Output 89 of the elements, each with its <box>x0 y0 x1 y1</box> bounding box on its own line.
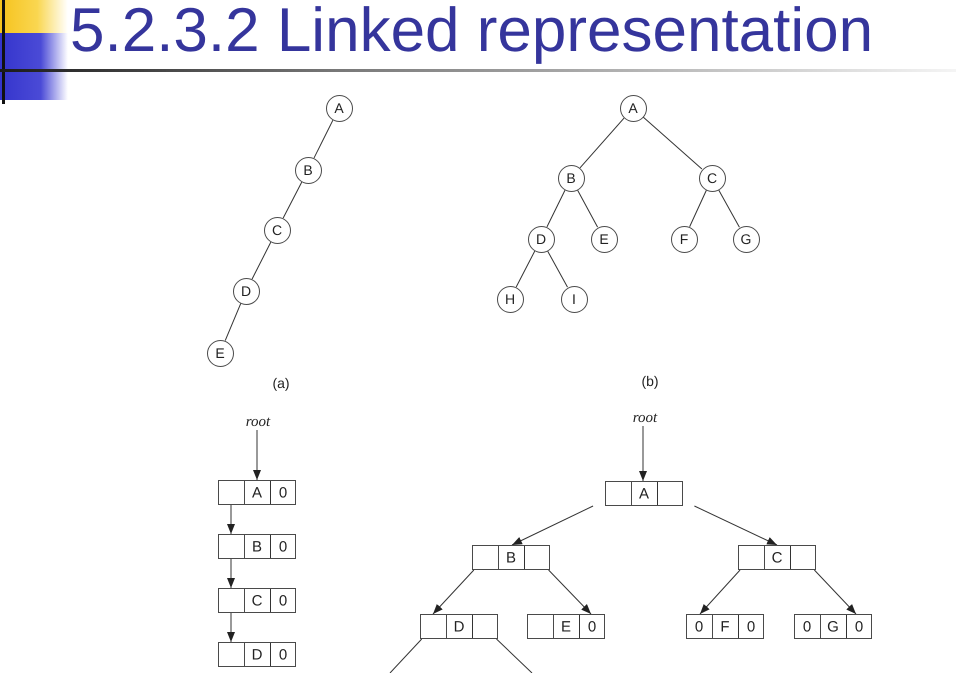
node-data: A <box>252 485 262 500</box>
null-link: 0 <box>694 619 704 634</box>
pointer-arrow <box>639 426 647 482</box>
tree-node <box>496 286 524 312</box>
null-link: 0 <box>588 619 596 634</box>
connector-line <box>314 120 334 158</box>
pointer-arrow <box>512 506 594 546</box>
tree-node <box>560 286 588 312</box>
node-label: H <box>504 292 516 306</box>
connector-line <box>516 250 536 288</box>
node-label: B <box>303 163 313 177</box>
null-link: 0 <box>278 647 288 662</box>
node-data: C <box>252 593 262 608</box>
connector-line <box>224 302 242 342</box>
pointer-arrow <box>432 570 474 614</box>
node-label: C <box>706 171 718 185</box>
connector-line <box>579 118 625 168</box>
null-link: 0 <box>746 619 756 634</box>
linked-list-node <box>605 481 683 506</box>
tree-node <box>670 226 698 252</box>
tree-node <box>590 226 618 252</box>
connector-line <box>547 250 568 288</box>
node-data: B <box>252 539 262 554</box>
pointer-label: root <box>632 411 658 426</box>
pointer-arrow <box>694 506 778 546</box>
node-label: D <box>240 284 252 298</box>
node-label: C <box>272 223 282 237</box>
tree-node <box>698 164 726 192</box>
linked-list-node <box>794 614 872 639</box>
linked-list-node <box>218 642 296 667</box>
null-link: 0 <box>802 619 812 634</box>
pointer-arrow <box>227 504 235 534</box>
null-link: 0 <box>854 619 864 634</box>
node-data: C <box>772 550 782 565</box>
tree-node <box>620 94 646 122</box>
linked-list-node <box>218 534 296 559</box>
pointer-label: root <box>246 415 270 430</box>
node-label: A <box>334 101 344 115</box>
pointer-arrow <box>814 570 856 614</box>
node-label: F <box>680 232 688 246</box>
node-data: B <box>506 550 516 565</box>
node-data: D <box>252 647 262 662</box>
tree-node <box>326 94 352 122</box>
tree-node <box>264 216 290 244</box>
connector-line <box>496 638 532 673</box>
node-label: B <box>566 171 576 185</box>
connector-line <box>576 189 598 228</box>
tree-node <box>558 164 584 192</box>
node-label: A <box>628 101 638 115</box>
linked-list-node <box>686 614 764 639</box>
tree-node <box>294 156 322 184</box>
slide-title: 5.2.3.2 Linked representation <box>70 0 874 62</box>
node-label: I <box>572 292 576 306</box>
node-label: G <box>740 232 752 246</box>
pointer-arrow <box>700 570 741 614</box>
node-label: E <box>599 232 609 246</box>
tree-node <box>732 226 760 252</box>
linked-list-node <box>472 545 550 570</box>
connector-line <box>718 189 740 228</box>
connector-line <box>252 242 272 280</box>
null-link: 0 <box>278 485 288 500</box>
node-data: F <box>720 619 730 634</box>
connector-line <box>282 182 302 218</box>
null-link: 0 <box>278 539 288 554</box>
connector-line <box>689 190 707 228</box>
tree-node <box>528 226 554 252</box>
tree-node <box>232 278 260 304</box>
linked-list-node <box>218 480 296 505</box>
node-label: D <box>536 232 546 246</box>
pointer-arrow <box>227 612 235 642</box>
node-data: A <box>639 486 649 501</box>
node-data: D <box>454 619 464 634</box>
linked-list-node <box>218 588 296 613</box>
figure-caption: (a) <box>272 376 290 390</box>
null-link: 0 <box>278 593 288 608</box>
connector-line <box>546 190 566 228</box>
figure-caption: (b) <box>641 374 659 388</box>
connector-line <box>642 116 702 170</box>
linked-list-node <box>420 614 498 639</box>
pointer-arrow <box>548 570 592 614</box>
linked-list-node <box>527 614 605 639</box>
tree-node <box>206 340 234 366</box>
node-label: E <box>215 346 225 360</box>
node-data: E <box>561 619 571 634</box>
pointer-arrow <box>227 558 235 588</box>
node-data: G <box>827 619 839 634</box>
linked-list-node <box>738 545 816 570</box>
pointer-arrow <box>253 430 261 480</box>
connector-line <box>390 638 422 673</box>
